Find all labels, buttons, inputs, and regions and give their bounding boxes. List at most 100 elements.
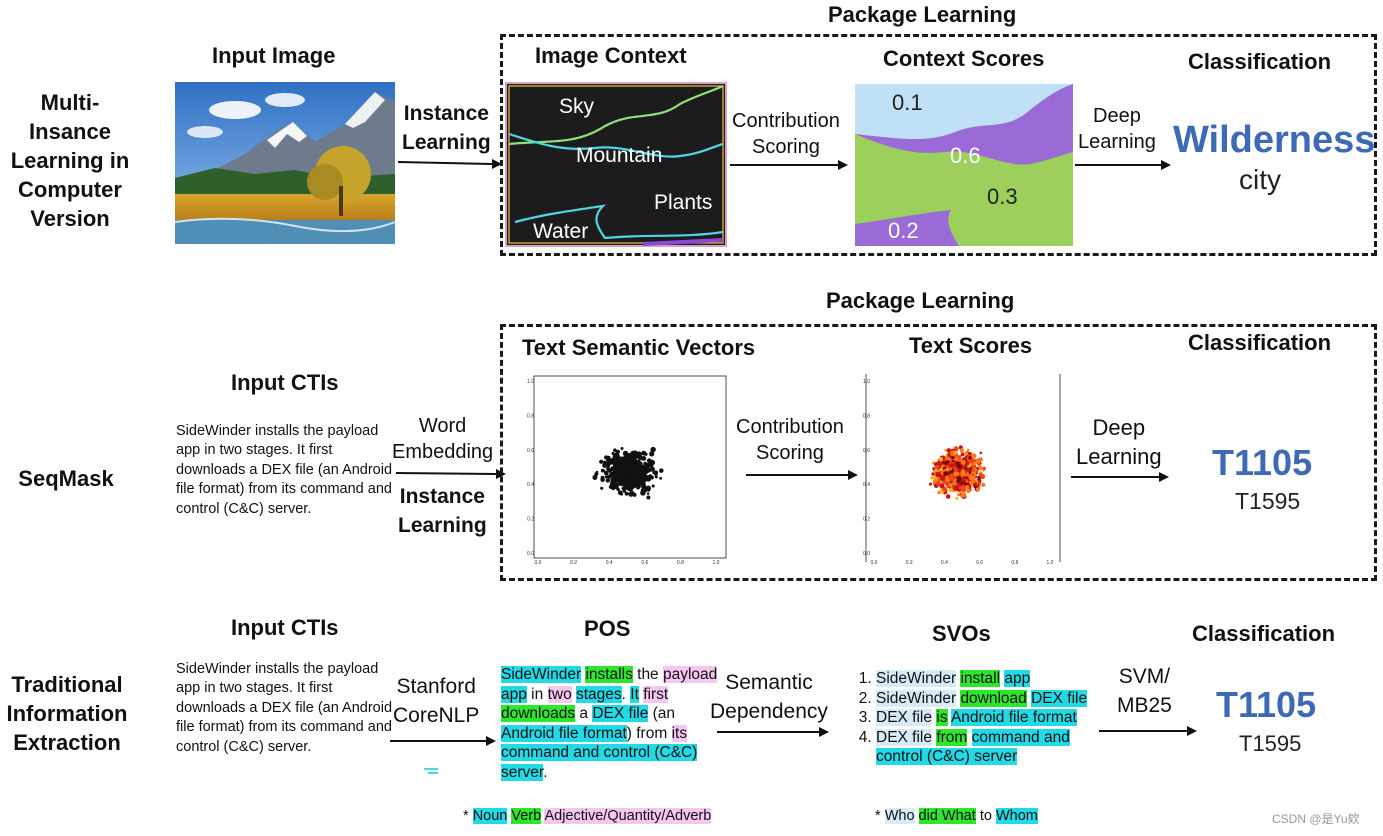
row2-class-sub: T1595	[1235, 488, 1301, 514]
row1-class-main: Wilderness	[1173, 119, 1376, 161]
score-point	[952, 459, 955, 463]
vector-point	[634, 482, 638, 486]
vector-point	[604, 455, 609, 460]
score-point	[965, 479, 969, 483]
vector-point	[599, 459, 604, 464]
vector-point	[612, 456, 616, 460]
pos-token: a	[575, 705, 593, 723]
svo-token: is	[936, 709, 948, 727]
vector-point	[640, 480, 644, 484]
row2-scores-title: Text Scores	[909, 333, 1033, 358]
score-point	[945, 494, 951, 499]
row1-arrow3-label: Deep Learning	[1078, 105, 1156, 153]
vector-point	[615, 463, 619, 467]
row2-arrow-embedding	[395, 469, 506, 479]
score-point	[957, 456, 962, 460]
vector-point	[649, 475, 654, 480]
score-plants: 0.3	[987, 184, 1018, 209]
score-point	[955, 496, 959, 500]
pos-legend-star: *	[463, 808, 469, 824]
pos-token: command and control (C&C)	[501, 744, 698, 762]
vector-point	[610, 466, 615, 471]
pos-token: downloads	[501, 705, 576, 723]
vector-point	[652, 471, 656, 475]
pos-token: stages	[576, 685, 622, 703]
row2-package-title: Package Learning	[826, 288, 1015, 313]
row1-arrow2-label: Contribution Scoring	[732, 110, 840, 158]
footer-watermark: CSDN @是Yu欸	[1272, 812, 1360, 826]
score-point	[935, 471, 941, 478]
svo-token: Android file format	[950, 709, 1077, 727]
score-point	[949, 477, 954, 481]
vector-point	[615, 449, 621, 454]
vector-point	[659, 476, 663, 480]
score-point	[947, 481, 951, 485]
row2-class-title: Classification	[1188, 330, 1332, 355]
score-point	[958, 468, 962, 472]
vector-point	[616, 457, 622, 463]
score-point	[939, 467, 943, 472]
vector-point	[649, 466, 655, 472]
row2-label: SeqMask	[18, 466, 114, 491]
vector-point	[654, 472, 658, 477]
legend-who: Who	[884, 808, 915, 824]
score-point	[959, 448, 965, 453]
tick-label-y: 1.0	[863, 379, 870, 385]
tick-label-y: 0.0	[527, 551, 534, 557]
score-point	[931, 461, 935, 465]
pos-token: its	[671, 724, 688, 742]
row3-arrow-svm	[1099, 726, 1197, 736]
pos-legend: * Noun Verb Adjective/Quantity/Adverb	[463, 808, 712, 824]
score-point	[971, 468, 975, 472]
tick-label-y: 1.0	[527, 379, 534, 385]
vector-point	[638, 476, 641, 479]
score-point	[928, 482, 932, 486]
row3-arrow3-label: SVM/ MB25	[1117, 665, 1172, 717]
score-point	[946, 448, 952, 453]
tick-label-y: 0.6	[863, 448, 870, 454]
tick-label-x: 0.6	[976, 560, 983, 566]
row3-arrow2-label: Semantic Dependency	[710, 671, 828, 723]
vector-point	[605, 478, 611, 483]
pos-token: (an	[648, 705, 676, 723]
row2-vectors-title: Text Semantic Vectors	[522, 335, 756, 360]
row2-arrow3-label: Deep Learning	[1076, 415, 1162, 469]
score-point	[965, 461, 970, 466]
score-point	[934, 464, 939, 469]
svo-legend: * Who did What to Whom	[875, 808, 1038, 824]
vector-point	[624, 491, 629, 496]
vector-point	[621, 476, 624, 479]
pos-token: .	[543, 763, 548, 781]
row3-input-title: Input CTIs	[231, 615, 339, 640]
svo-token: from	[936, 728, 968, 746]
vector-point	[642, 473, 646, 477]
pos-tagged-text: SideWinder installs the payload app in t…	[501, 665, 723, 783]
vector-point	[640, 476, 647, 482]
score-point	[940, 475, 946, 481]
vector-point	[627, 457, 632, 462]
vector-point	[610, 478, 616, 483]
legend-adjective: Adjective/Quantity/Adverb	[544, 808, 712, 824]
svo-token	[967, 729, 971, 746]
row2-arrow1-label-bottom: Instance Learning	[398, 485, 487, 537]
vector-point	[642, 482, 646, 486]
legend-verb: Verb	[511, 808, 542, 824]
score-point	[950, 450, 956, 457]
vector-point	[650, 459, 654, 463]
score-point	[939, 483, 945, 489]
vector-point	[627, 464, 633, 471]
pos-token: first	[643, 685, 669, 703]
svo-token: DEX file	[876, 728, 932, 746]
score-point	[960, 460, 966, 465]
small-lines-icon	[424, 768, 438, 776]
row1-package-box	[500, 34, 1377, 256]
score-point	[982, 466, 986, 471]
vector-point	[649, 451, 655, 457]
legend-whom: Whom	[995, 808, 1038, 824]
score-point	[966, 448, 970, 452]
pos-token: installs	[585, 666, 633, 683]
score-point	[960, 469, 966, 476]
score-point	[942, 487, 948, 493]
row1-arrow-contribution	[730, 160, 848, 170]
row3-input-text: SideWinder installs the payload app in t…	[176, 661, 393, 755]
